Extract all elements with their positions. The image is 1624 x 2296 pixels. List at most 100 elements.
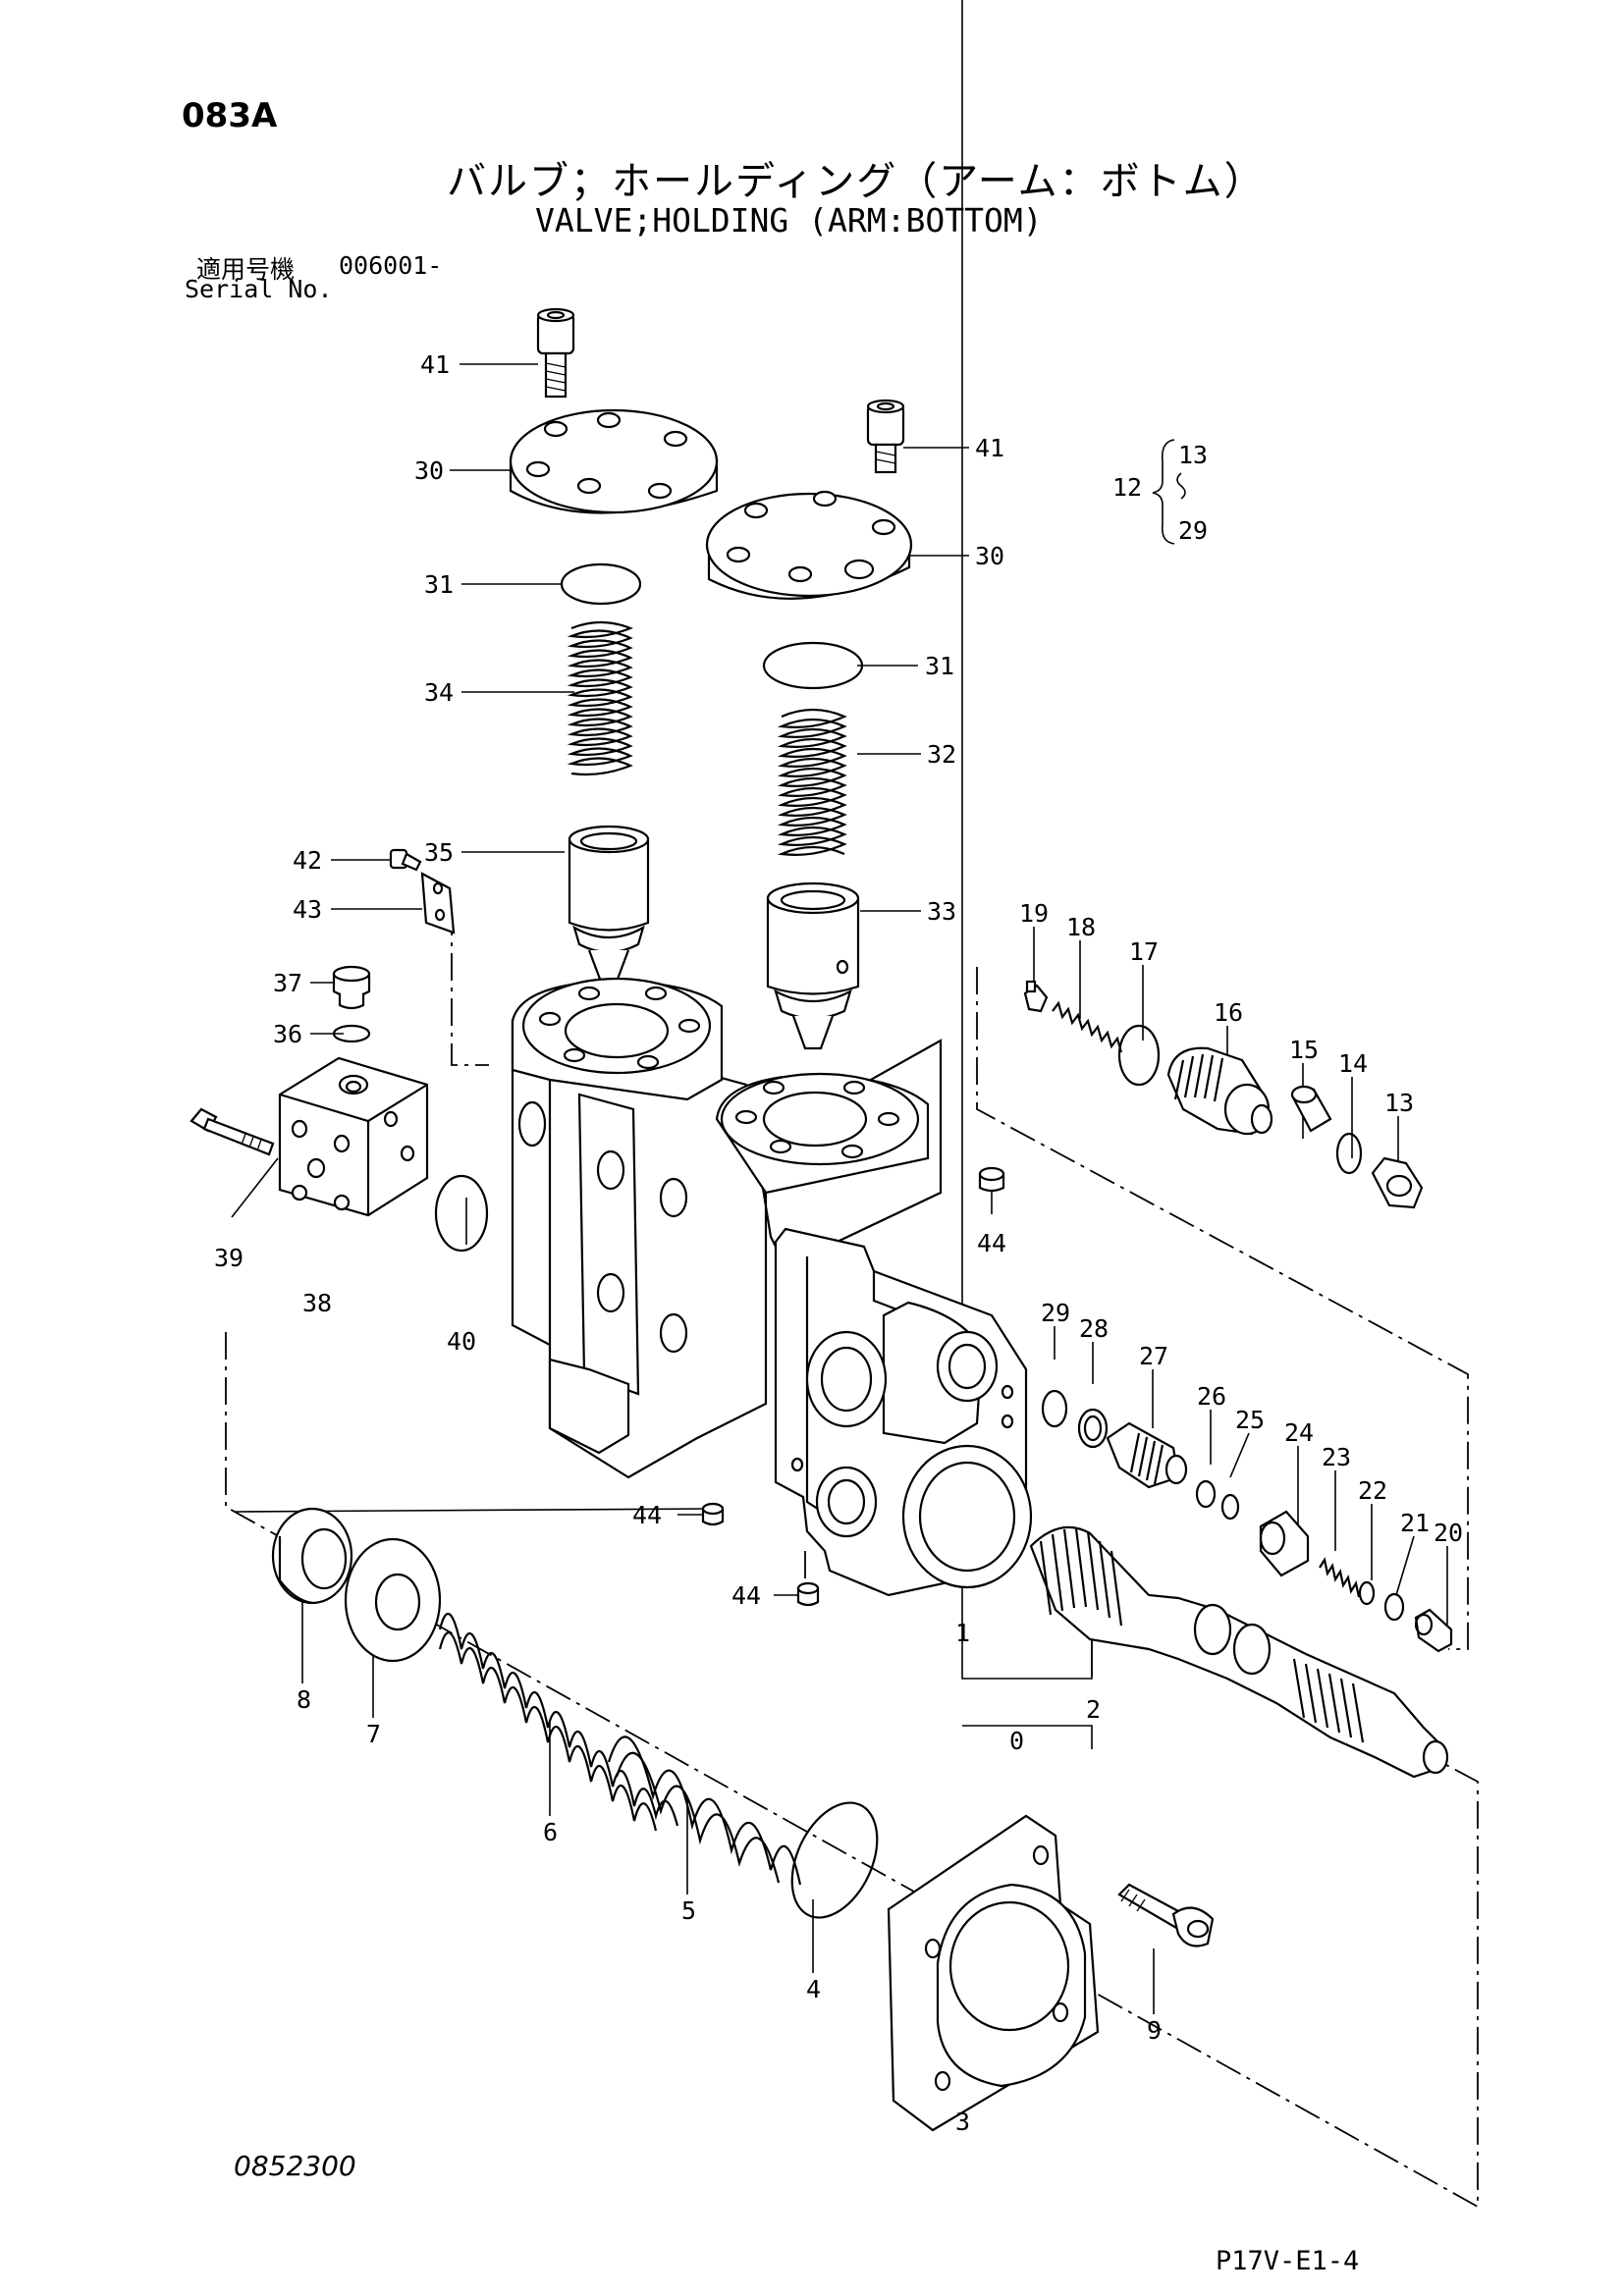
callout-44: 44 (731, 1581, 761, 1610)
callout-23: 23 (1322, 1443, 1351, 1471)
callout-8: 8 (297, 1685, 311, 1714)
callout-26: 26 (1197, 1382, 1226, 1411)
callout-40: 40 (447, 1327, 476, 1356)
screw-42 (389, 848, 422, 872)
screw-19 (1023, 980, 1049, 1013)
poppet-33 (766, 881, 860, 1050)
poppet-15 (1290, 1085, 1332, 1133)
housing-16 (1166, 1046, 1273, 1136)
callout-43: 43 (293, 895, 322, 924)
callout-17: 17 (1129, 937, 1159, 966)
callout-24: 24 (1284, 1418, 1314, 1447)
serial-label-japanese: 適用号機 (196, 255, 296, 284)
spring-6 (438, 1613, 679, 1832)
callout-6: 6 (543, 1818, 558, 1846)
plate-43 (420, 872, 456, 934)
callout-18: 18 (1066, 913, 1096, 941)
plug-37 (332, 965, 371, 1010)
valve-body (511, 977, 1033, 1597)
callout-15: 15 (1289, 1036, 1319, 1064)
plug-20 (1414, 1608, 1453, 1653)
plug-13 (1371, 1156, 1424, 1209)
callout-34: 34 (424, 678, 454, 707)
o-ring-40 (434, 1174, 489, 1253)
o-ring-14 (1335, 1132, 1363, 1175)
bolt-39 (189, 1107, 275, 1156)
o-ring-29 (1041, 1389, 1068, 1428)
o-ring-21 (1383, 1592, 1405, 1622)
callout-36: 36 (273, 1020, 302, 1048)
callout-labels: 41 30 31 34 35 41 30 31 32 33 42 43 37 3… (214, 350, 1463, 2136)
plug-27 (1106, 1421, 1188, 1489)
callout-14: 14 (1338, 1049, 1368, 1078)
cap-3 (887, 1814, 1100, 2132)
callout-42: 42 (293, 846, 322, 875)
tilde-icon (1176, 472, 1186, 500)
callout-21: 21 (1400, 1509, 1430, 1537)
callout-9: 9 (1147, 2016, 1162, 2045)
callout-0: 0 (1009, 1727, 1024, 1755)
callout-41: 41 (420, 350, 450, 379)
callout-19: 19 (1019, 899, 1049, 928)
callout-35: 35 (424, 838, 454, 867)
group-from: 13 (1178, 441, 1208, 469)
callout-3: 3 (955, 2108, 970, 2136)
callout-22: 22 (1358, 1476, 1387, 1505)
callout-44: 44 (632, 1501, 662, 1529)
serial-number-value: 006001- (339, 251, 443, 280)
washer-7 (344, 1537, 442, 1663)
callout-27: 27 (1139, 1342, 1168, 1370)
callout-32: 32 (927, 740, 956, 769)
poppet-35 (568, 825, 650, 984)
piston-24 (1259, 1510, 1310, 1577)
callout-41: 41 (975, 434, 1004, 462)
cap-screw-41-left (536, 307, 575, 399)
callout-20: 20 (1434, 1519, 1463, 1547)
callout-7: 7 (366, 1720, 381, 1748)
serial-label-english: Serial No. (185, 275, 333, 303)
title-english: VALVE;HOLDING (ARM:BOTTOM) (535, 201, 1043, 240)
callout-38: 38 (302, 1289, 332, 1317)
callout-37: 37 (273, 969, 302, 997)
callout-30: 30 (414, 456, 444, 485)
callout-16: 16 (1214, 998, 1243, 1027)
callout-1: 1 (955, 1619, 970, 1647)
spring-18 (1052, 1000, 1123, 1053)
page-code: 083A (182, 96, 278, 135)
drawing-number: 0852300 (234, 2150, 356, 2182)
plug-44-bottom (796, 1581, 820, 1607)
callout-29: 29 (1041, 1299, 1070, 1327)
group-number: 12 (1112, 473, 1142, 502)
cap-screw-41-right (866, 399, 905, 474)
callout-33: 33 (927, 897, 956, 926)
plug-44-mid (701, 1502, 725, 1526)
spring-5 (607, 1735, 802, 1886)
o-ring-17 (1117, 1024, 1161, 1087)
bolt-9 (1117, 1883, 1215, 1948)
alignment-lines (225, 908, 1479, 2209)
callout-25: 25 (1235, 1406, 1265, 1434)
plug-44-top (978, 1166, 1005, 1193)
callout-4: 4 (806, 1975, 821, 2003)
cover-30-right (705, 490, 913, 600)
callout-5: 5 (681, 1896, 696, 1925)
brace-icon (1152, 439, 1175, 545)
group-bracket: 12 13 29 (1112, 439, 1208, 545)
callout-39: 39 (214, 1244, 244, 1272)
o-ring-25 (1220, 1493, 1240, 1521)
backup-ring-28 (1077, 1408, 1109, 1449)
o-ring-31-right (762, 641, 864, 690)
cover-30-left (509, 408, 719, 514)
sheet-code: P17V-E1-4 (1216, 2246, 1360, 2276)
group-to: 29 (1178, 516, 1208, 545)
title-japanese: バルブ；ホールディング（アーム：ボトム） (447, 159, 1266, 204)
callout-2: 2 (1086, 1695, 1101, 1724)
o-ring-26 (1195, 1479, 1217, 1509)
callout-31: 31 (424, 570, 454, 599)
spool-2 (1029, 1525, 1449, 1779)
callout-13: 13 (1384, 1089, 1414, 1117)
callout-30: 30 (975, 542, 1004, 570)
seat-8 (271, 1507, 353, 1605)
o-ring-31-left (560, 562, 642, 606)
